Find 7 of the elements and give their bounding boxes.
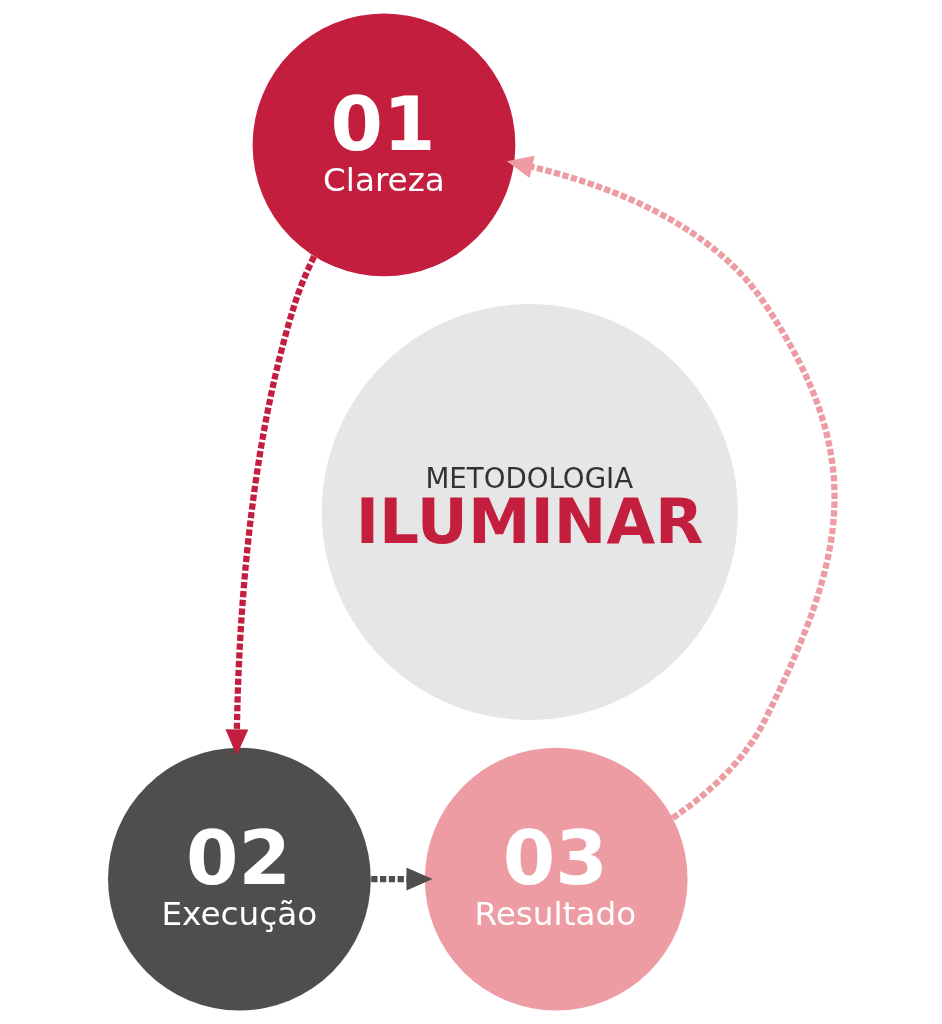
arrow — [506, 155, 837, 821]
node-circle: METODOLOGIA ILUMINAR — [321, 303, 738, 721]
arrow — [225, 255, 317, 756]
node-circle: 01 Clareza — [252, 13, 515, 277]
node-circle: 02 Execução — [107, 747, 371, 1011]
node-circle: 03 Resultado — [424, 747, 688, 1011]
arrow — [370, 867, 433, 891]
